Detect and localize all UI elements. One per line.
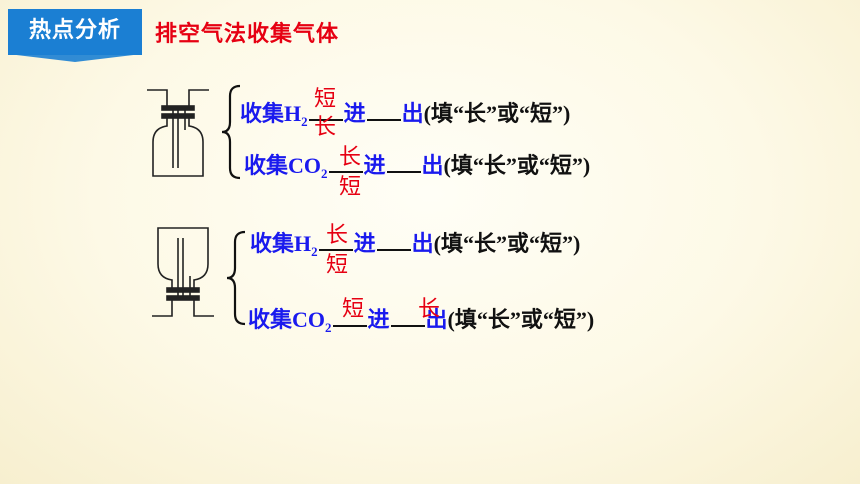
q1-co2-answer-out: 短 [339, 175, 362, 200]
answer-blank-in[interactable] [332, 303, 367, 327]
q1-h2-answer-out: 长 [314, 115, 337, 140]
answer-blank-out[interactable] [386, 149, 421, 173]
q2-co2-answer-in: 短 [342, 297, 365, 322]
gas-bottle-inverted-diagram [152, 227, 214, 317]
q1-h2-answer-in: 短 [314, 87, 337, 112]
gas-bottle-upright-diagram [147, 89, 209, 177]
q2-h2-answer-in: 长 [326, 223, 349, 248]
brace-group-1 [221, 84, 241, 180]
page-title: 排空气法收集气体 [155, 22, 340, 47]
q1-co2-answer-in: 长 [339, 145, 362, 170]
q2-co2-answer-out: 长 [418, 297, 441, 322]
answer-blank-out[interactable] [376, 227, 411, 251]
brace-group-2 [226, 230, 246, 326]
answer-blank-in[interactable] [318, 227, 353, 251]
answer-blank-in[interactable] [308, 97, 343, 121]
section-tag: 热点分析 [8, 9, 142, 55]
q2-h2-answer-out: 短 [326, 253, 349, 278]
answer-blank-in[interactable] [328, 149, 363, 173]
answer-blank-out[interactable] [366, 97, 401, 121]
answer-blank-out[interactable] [390, 303, 425, 327]
